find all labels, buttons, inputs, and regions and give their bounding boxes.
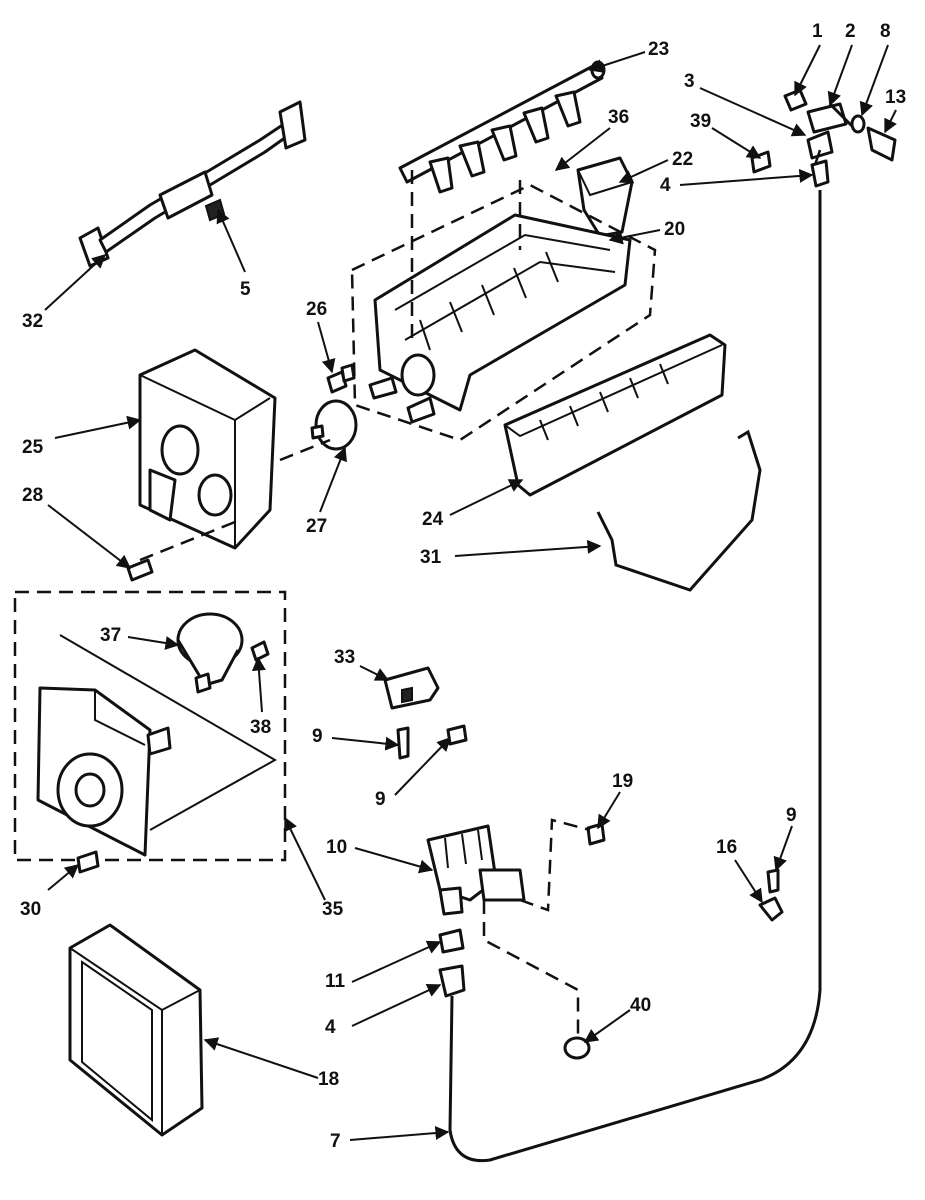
part-31-shutoff-arm	[596, 429, 762, 592]
part-24-mold-cover	[503, 333, 727, 497]
callout-28: 28	[22, 485, 44, 506]
callout-2: 2	[845, 21, 856, 42]
part-9-screw-c	[766, 868, 780, 894]
callout-25: 25	[22, 437, 44, 458]
part-18-cover	[68, 923, 204, 1137]
part-38-screw	[250, 640, 270, 662]
part-9-screw-b	[446, 724, 468, 746]
part-37-module-motor	[176, 612, 244, 694]
callout-36: 36	[608, 107, 630, 128]
part-25-module-housing	[138, 348, 277, 550]
callout-4-lower: 4	[325, 1017, 336, 1038]
callout-40: 40	[630, 995, 652, 1016]
callout-9-right: 9	[786, 805, 797, 826]
callout-26: 26	[306, 299, 328, 320]
callout-30: 30	[20, 899, 42, 920]
leader-lines	[44, 44, 897, 1141]
part-28-screw	[126, 558, 154, 582]
part-11-nut	[438, 928, 465, 954]
callout-19: 19	[612, 771, 634, 792]
callout-10: 10	[326, 837, 348, 858]
callout-8: 8	[880, 21, 891, 42]
callout-9-lower: 9	[375, 789, 386, 810]
part-22-fill-cup	[576, 156, 634, 238]
callout-13: 13	[885, 87, 907, 108]
part-9-screw-a	[396, 726, 410, 760]
callout-1: 1	[812, 21, 823, 42]
part-19-screw	[586, 822, 606, 846]
assembly-dash-lines	[139, 149, 822, 1038]
part-27-motor	[310, 399, 358, 451]
part-40-nut	[563, 1036, 591, 1060]
callout-9-left: 9	[312, 726, 323, 747]
callout-23: 23	[648, 39, 670, 60]
part-7-water-tube	[448, 190, 822, 1163]
part-32-wire-harness	[78, 100, 307, 268]
callout-31: 31	[420, 547, 442, 568]
part-23-ejector	[398, 60, 606, 194]
callout-39: 39	[690, 111, 712, 132]
part-20-mold-assembly	[350, 183, 657, 442]
callout-38: 38	[250, 717, 272, 738]
callout-3: 3	[684, 71, 695, 92]
callout-27: 27	[306, 516, 328, 537]
part-35-module-assembly	[13, 590, 287, 862]
part-26-screw	[326, 363, 356, 394]
callout-33: 33	[334, 647, 356, 668]
callout-16: 16	[716, 837, 738, 858]
callout-37: 37	[100, 625, 122, 646]
callout-20: 20	[664, 219, 686, 240]
callout-24: 24	[422, 509, 444, 530]
part-10-water-valve	[426, 824, 526, 916]
part-4-tube-insert-upper	[810, 159, 830, 188]
callout-32: 32	[22, 311, 44, 332]
parts-1-2-3-8-13-fittings	[750, 88, 897, 174]
part-16-clamp	[758, 896, 784, 922]
part-30-screw	[76, 850, 100, 874]
callout-11: 11	[325, 971, 346, 992]
callout-7: 7	[330, 1131, 341, 1152]
callout-4-upper: 4	[660, 175, 671, 196]
part-33-bracket	[383, 666, 440, 710]
callout-5: 5	[240, 279, 251, 300]
part-4-tube-insert-lower	[438, 964, 466, 998]
callout-22: 22	[672, 149, 694, 170]
callout-35: 35	[322, 899, 344, 920]
callout-18: 18	[318, 1069, 340, 1090]
